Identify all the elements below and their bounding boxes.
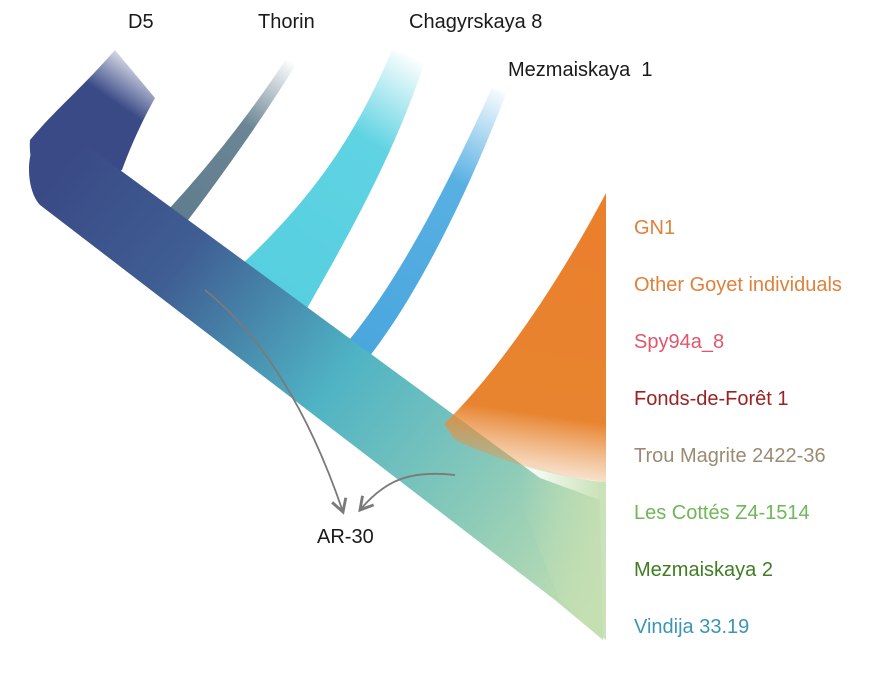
label-fonds-de-foret-1: Fonds-de-Forêt 1 (634, 388, 789, 410)
label-other-goyet: Other Goyet individuals (634, 274, 842, 296)
late-neanderthal-fade (500, 452, 606, 640)
label-chagyrskaya-8: Chagyrskaya 8 (409, 11, 543, 33)
main-trunk (29, 128, 603, 641)
thorin-branch (168, 50, 300, 228)
label-les-cottes: Les Cottés Z4-1514 (634, 502, 810, 524)
gene-flow-arrow-right (358, 472, 456, 513)
label-ar-30: AR-30 (317, 526, 374, 548)
label-spy94a-8: Spy94a_8 (634, 331, 725, 353)
label-mezmaiskaya-1: Mezmaiskaya 1 (508, 59, 653, 81)
label-vindija: Vindija 33.19 (634, 616, 750, 638)
mezmaiskaya1-branch (345, 88, 506, 362)
label-mezmaiskaya-2: Mezmaiskaya 2 (634, 559, 773, 581)
label-trou-magrite: Trou Magrite 2422-36 (634, 445, 826, 467)
label-thorin: Thorin (258, 11, 315, 33)
goyet-clade-wedge (444, 193, 606, 482)
label-d5: D5 (128, 11, 154, 33)
gene-flow-arrow-left (204, 289, 348, 515)
chagyrskaya-branch (238, 50, 425, 312)
label-gn1: GN1 (634, 217, 676, 239)
